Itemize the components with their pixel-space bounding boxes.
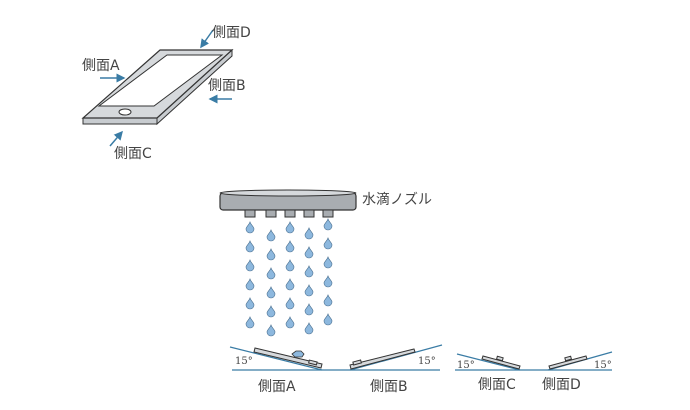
- tilt-label-b: 側面B: [370, 379, 408, 395]
- water-nozzle: [219, 189, 357, 218]
- water-drop-icon: [285, 278, 295, 291]
- water-drop-icon: [304, 246, 314, 259]
- angle-c: 15°: [457, 360, 475, 371]
- phone-illustration: [81, 48, 234, 126]
- water-drop-icon: [266, 324, 276, 337]
- label-side-d: 側面D: [212, 25, 251, 41]
- water-drop-icon: [245, 316, 255, 329]
- nozzle-tip: [284, 209, 296, 218]
- water-drop-icon: [304, 322, 314, 335]
- splash-icon: [291, 350, 305, 358]
- water-drops: [245, 218, 333, 337]
- water-drop-icon: [323, 275, 333, 288]
- tilt-label-c: 側面C: [478, 377, 516, 393]
- water-drop-icon: [285, 240, 295, 253]
- angle-b: 15°: [418, 356, 436, 367]
- water-drop-icon: [245, 278, 255, 291]
- water-drop-icon: [266, 229, 276, 242]
- label-side-c: 側面C: [114, 146, 152, 162]
- home-button-icon: [118, 108, 132, 116]
- water-drop-icon: [245, 259, 255, 272]
- water-drop-icon: [266, 248, 276, 261]
- side-arrows: [100, 29, 232, 147]
- nozzle-tip: [322, 209, 334, 218]
- water-drop-icon: [323, 313, 333, 326]
- angle-d: 15°: [594, 360, 612, 371]
- water-drop-icon: [245, 221, 255, 234]
- water-drop-icon: [323, 237, 333, 250]
- water-drop-icon: [285, 297, 295, 310]
- water-drop-icon: [304, 227, 314, 240]
- water-drop-icon: [285, 316, 295, 329]
- tilted-phones: [253, 347, 588, 370]
- water-drop-icon: [304, 265, 314, 278]
- water-drop-icon: [266, 305, 276, 318]
- nozzle-label: 水滴ノズル: [362, 191, 432, 208]
- angle-a: 15°: [235, 356, 253, 367]
- water-drop-icon: [304, 284, 314, 297]
- nozzle-tip: [303, 209, 315, 218]
- label-side-b: 側面B: [208, 78, 246, 94]
- water-drop-icon: [245, 297, 255, 310]
- water-drop-icon: [323, 294, 333, 307]
- tilt-label-a: 側面A: [258, 379, 296, 395]
- water-drop-icon: [245, 240, 255, 253]
- water-drop-icon: [285, 221, 295, 234]
- water-drop-icon: [285, 259, 295, 272]
- nozzle-tip: [265, 209, 277, 218]
- water-drop-icon: [266, 286, 276, 299]
- water-drop-icon: [266, 267, 276, 280]
- label-side-a: 側面A: [82, 58, 120, 74]
- water-drop-icon: [323, 218, 333, 231]
- tilt-label-d: 側面D: [542, 377, 581, 393]
- water-drop-icon: [323, 256, 333, 269]
- nozzle-tip: [244, 209, 256, 218]
- water-drop-icon: [304, 303, 314, 316]
